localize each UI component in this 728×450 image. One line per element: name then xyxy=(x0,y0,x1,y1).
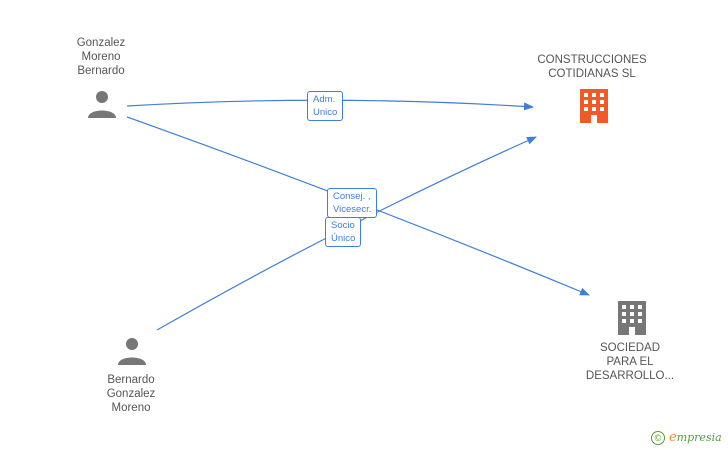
edge-label-adm-unico: Adm. Unico xyxy=(307,91,344,121)
person-label-gonzalez-moreno-bernardo[interactable]: Gonzalez Moreno Bernardo xyxy=(76,37,126,77)
company-label-construcciones-cotidianas[interactable]: CONSTRUCCIONES COTIDIANAS SL xyxy=(537,54,647,80)
person-icon[interactable] xyxy=(88,91,116,118)
edge-label-consej-vicesecr: Consej. , Vicesecr. xyxy=(327,188,378,218)
person-icon[interactable] xyxy=(118,338,146,365)
edge-label-socio-unico: Socio Único xyxy=(325,217,362,247)
brand-name: empresia xyxy=(669,430,722,445)
building-icon[interactable] xyxy=(580,89,608,123)
copyright-icon: © xyxy=(651,430,665,445)
person-label-bernardo-gonzalez-moreno[interactable]: Bernardo Gonzalez Moreno xyxy=(106,374,156,414)
empresia-brand[interactable]: © empresia xyxy=(651,430,722,445)
building-icon[interactable] xyxy=(618,301,646,335)
company-label-sociedad-desarrollo[interactable]: SOCIEDAD PARA EL DESARROLLO... xyxy=(585,342,675,382)
